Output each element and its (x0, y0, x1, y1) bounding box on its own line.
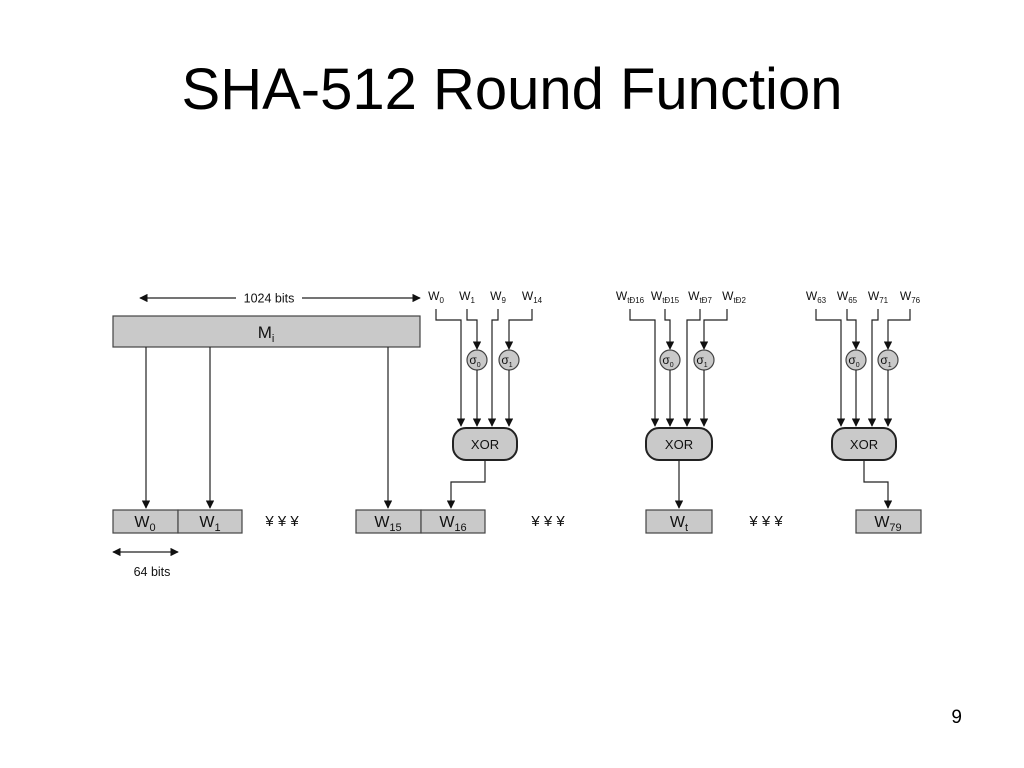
ellipsis-3: ¥ ¥ ¥ (748, 513, 783, 530)
group3-input-4: W76 (900, 289, 921, 305)
svg-text:Mi: Mi (258, 323, 275, 345)
ellipsis-1: ¥ ¥ ¥ (264, 513, 299, 530)
svg-text:XOR: XOR (665, 437, 693, 452)
ellipsis-2: ¥ ¥ ¥ (530, 513, 565, 530)
word-w79: W79 (874, 514, 901, 534)
svg-text:XOR: XOR (850, 437, 878, 452)
width-label-64-bits: 64 bits (134, 565, 171, 579)
message-block-label: M (258, 323, 272, 342)
schedule-group-3: W63 W65 W71 W76 σ0 σ1 XOR (806, 289, 921, 509)
group1-input-4: W14 (522, 289, 543, 305)
message-block-subscript: i (272, 333, 274, 345)
word-w15: W15 (374, 514, 401, 534)
group3-input-1: W63 (806, 289, 827, 305)
width-dimension-1024: 1024 bits (139, 292, 421, 306)
slide-title: SHA-512 Round Function (181, 57, 843, 122)
group1-input-2: W1 (459, 289, 475, 305)
word-w16: W16 (439, 514, 466, 534)
svg-text:σ0: σ0 (662, 353, 673, 369)
width-dimension-64: 64 bits (112, 547, 179, 579)
group3-input-3: W71 (868, 289, 889, 305)
page-number: 9 (951, 707, 962, 728)
word-w1: W1 (199, 514, 220, 534)
group3-input-2: W65 (837, 289, 858, 305)
word-wt: Wt (670, 514, 688, 534)
svg-text:XOR: XOR (471, 437, 499, 452)
group2-input-1: WtÐ16 (616, 289, 645, 305)
group1-input-3: W9 (490, 289, 506, 305)
width-label-1024-bits: 1024 bits (244, 292, 295, 306)
group1-input-1: W0 (428, 289, 444, 305)
svg-text:σ1: σ1 (696, 353, 707, 369)
message-block: Mi (112, 315, 421, 348)
svg-text:σ1: σ1 (501, 353, 512, 369)
svg-text:σ1: σ1 (880, 353, 891, 369)
schedule-group-2: WtÐ16 WtÐ15 WtÐ7 WtÐ2 σ0 σ1 XOR (616, 289, 746, 509)
word-w0: W0 (134, 514, 155, 534)
group2-input-2: WtÐ15 (651, 289, 680, 305)
group2-input-4: WtÐ2 (722, 289, 746, 305)
word-boxes-row: W0 W1 W15 W16 Wt W79 (112, 509, 922, 534)
svg-text:σ0: σ0 (469, 353, 480, 369)
schedule-group-1: W0 W1 W9 W14 σ0 σ1 XOR (428, 289, 543, 509)
svg-text:σ0: σ0 (848, 353, 859, 369)
group2-input-3: WtÐ7 (688, 289, 712, 305)
